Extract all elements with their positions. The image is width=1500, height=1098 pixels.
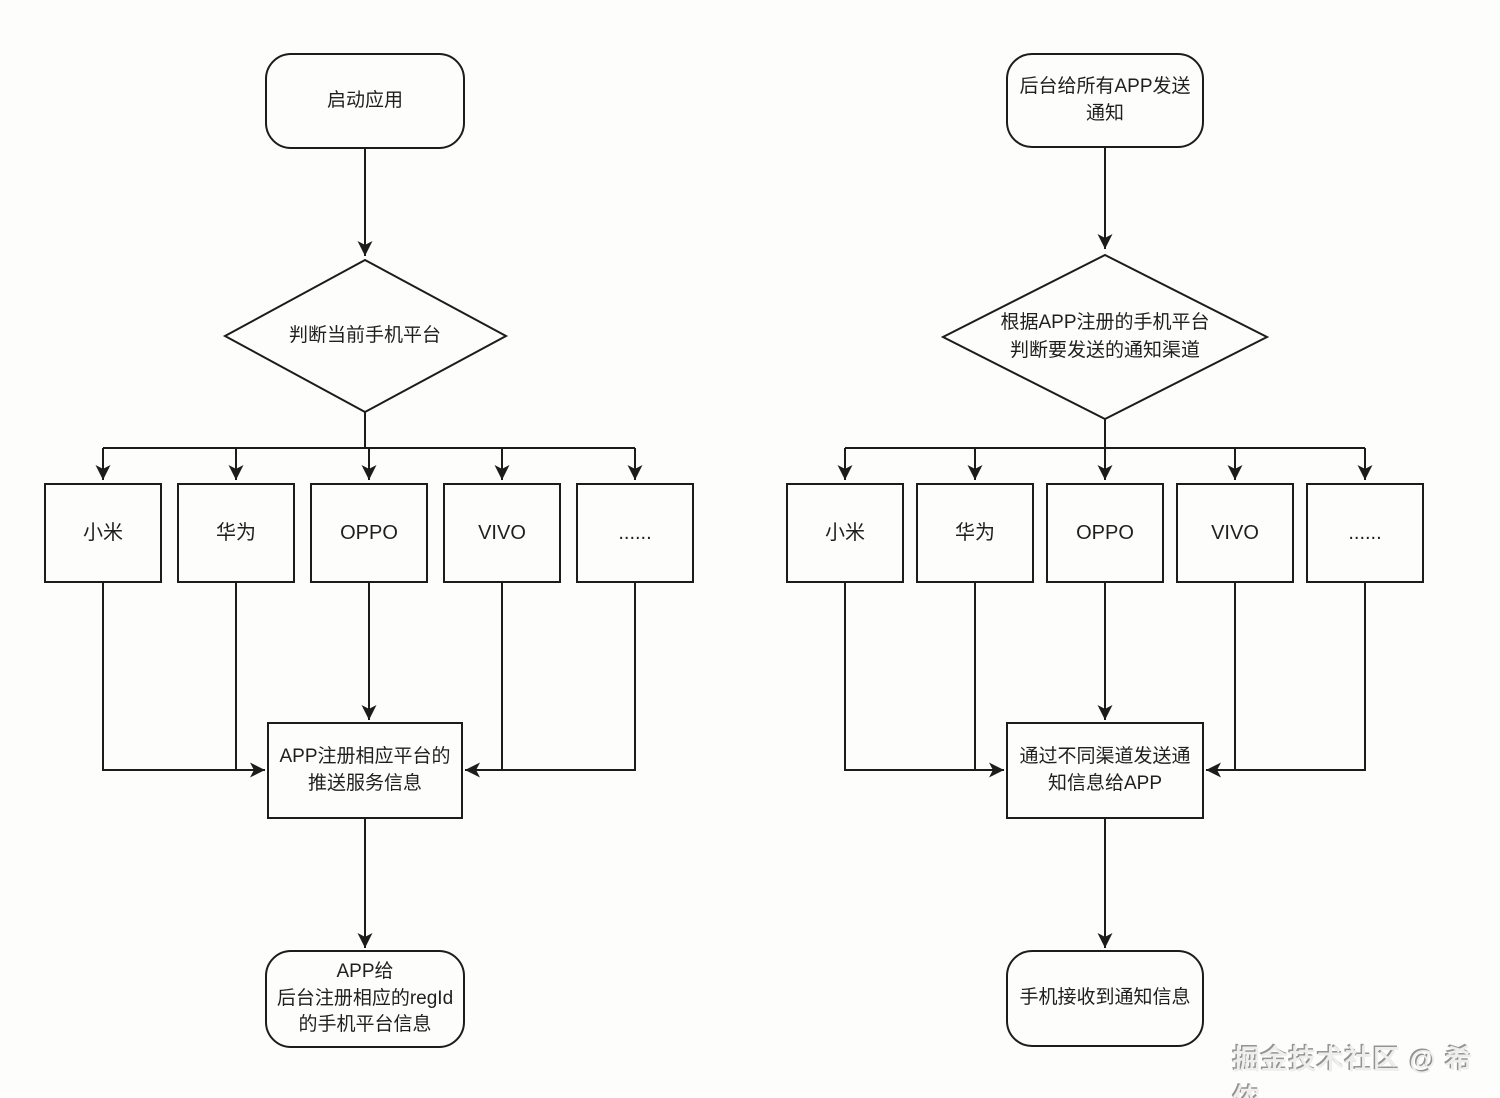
right-receive-node: 手机接收到通知信息 bbox=[1006, 950, 1204, 1047]
right-decision-label: 根据APP注册的手机平台 判断要发送的通知渠道 bbox=[1000, 311, 1210, 362]
left-platform-node-oppo: OPPO bbox=[310, 483, 428, 583]
left-start-node: 启动应用 bbox=[265, 53, 465, 149]
right-send-node: 通过不同渠道发送通 知信息给APP bbox=[1006, 722, 1204, 819]
right-decision-diamond bbox=[940, 253, 1270, 421]
left-platform-node-xiaomi: 小米 bbox=[44, 483, 162, 583]
platform-label: ...... bbox=[1348, 521, 1382, 544]
left-register-label: APP注册相应平台的 推送服务信息 bbox=[279, 745, 451, 794]
platform-label: OPPO bbox=[340, 521, 398, 544]
right-platform-node-xiaomi: 小米 bbox=[786, 483, 904, 583]
left-decision-label: 判断当前手机平台 bbox=[288, 324, 441, 346]
platform-label: 小米 bbox=[825, 521, 865, 544]
left-flow-connectors bbox=[95, 149, 643, 948]
right-start-node: 后台给所有APP发送 通知 bbox=[1006, 53, 1204, 148]
platform-label: VIVO bbox=[1211, 521, 1259, 544]
right-platform-node-huawei: 华为 bbox=[916, 483, 1034, 583]
right-start-label: 后台给所有APP发送 通知 bbox=[1019, 75, 1191, 124]
left-platform-node-vivo: VIVO bbox=[443, 483, 561, 583]
right-receive-label: 手机接收到通知信息 bbox=[1019, 987, 1191, 1009]
platform-label: 华为 bbox=[216, 521, 256, 544]
right-platform-node-others: ...... bbox=[1306, 483, 1424, 583]
right-flow-connectors bbox=[837, 148, 1373, 948]
left-start-label: 启动应用 bbox=[326, 89, 403, 111]
watermark-text: 掘金技术社区 @ 希侬 bbox=[1233, 1045, 1474, 1098]
left-register-node: APP注册相应平台的 推送服务信息 bbox=[267, 722, 463, 819]
left-platform-node-huawei: 华为 bbox=[177, 483, 295, 583]
platform-label: 小米 bbox=[83, 521, 123, 544]
right-platform-node-oppo: OPPO bbox=[1046, 483, 1164, 583]
right-send-label: 通过不同渠道发送通 知信息给APP bbox=[1019, 745, 1191, 794]
right-platform-node-vivo: VIVO bbox=[1176, 483, 1294, 583]
platform-label: VIVO bbox=[478, 521, 526, 544]
platform-label: 华为 bbox=[955, 521, 995, 544]
left-platform-node-others: ...... bbox=[576, 483, 694, 583]
left-result-node: APP给 后台注册相应的regId 的手机平台信息 bbox=[265, 950, 465, 1048]
platform-label: ...... bbox=[618, 521, 652, 544]
platform-label: OPPO bbox=[1076, 521, 1134, 544]
left-result-label: APP给 后台注册相应的regId 的手机平台信息 bbox=[276, 960, 454, 1036]
left-decision-diamond bbox=[222, 258, 509, 414]
